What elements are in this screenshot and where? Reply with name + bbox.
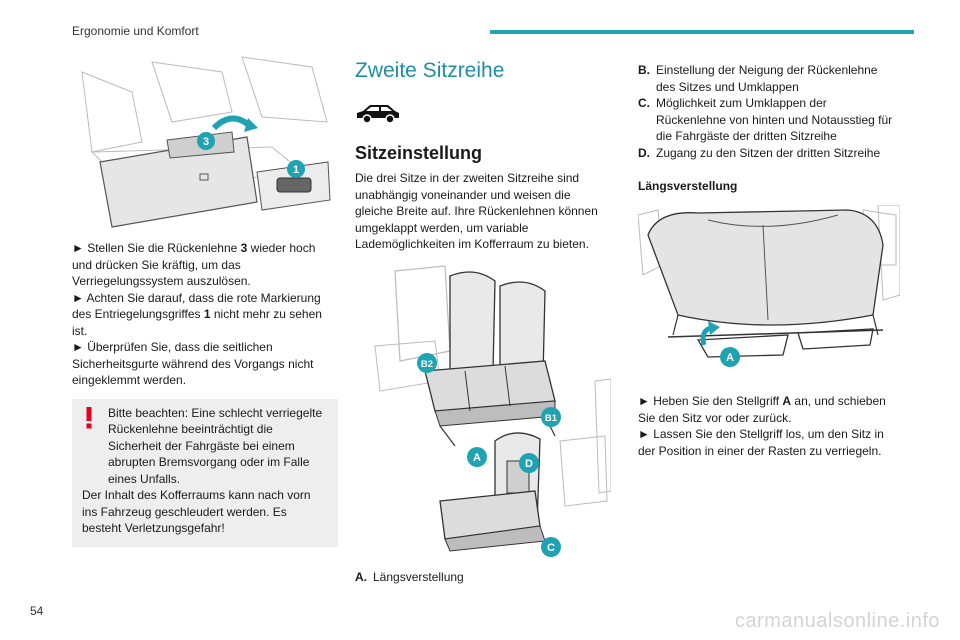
legend-list: B.Einstellung der Neigung der Rückenlehn…	[638, 62, 900, 161]
right-steps: ► Heben Sie den Stellgriff A an, und sch…	[638, 393, 900, 459]
section-title: Zweite Sitzreihe	[355, 59, 505, 82]
right-step-2: ► Lassen Sie den Stellgriff los, um den …	[638, 427, 884, 458]
second-row-seats-figure: B2 B1 A D C	[355, 260, 611, 557]
intro-text: Die drei Sitze in der zweiten Sitzreihe …	[355, 171, 598, 251]
sub-heading: Längsverstellung	[638, 179, 738, 193]
second-row-seats-illustration	[374, 264, 611, 552]
seat-longitudinal-illustration	[638, 205, 900, 358]
callout-d: D	[519, 452, 539, 473]
right-step-1: ► Heben Sie den Stellgriff A an, und sch…	[638, 394, 886, 425]
warning-exclamation-icon	[86, 406, 92, 428]
left-steps: ► Stellen Sie die Rückenlehne 3 wieder h…	[72, 240, 338, 389]
seat-backrest-illustration	[72, 52, 338, 234]
svg-text:A: A	[473, 452, 481, 464]
legend-b: B.Einstellung der Neigung der Rückenlehn…	[638, 63, 878, 94]
legend-a: A.Längsverstellung	[355, 569, 464, 584]
running-header: Ergonomie und Komfort	[72, 24, 199, 38]
callout-a-right: A	[720, 347, 740, 367]
sub-title: Sitzeinstellung	[355, 143, 483, 163]
page-number: 54	[30, 604, 44, 618]
svg-text:B2: B2	[421, 359, 433, 370]
svg-text:3: 3	[203, 136, 209, 148]
step-2: ► Achten Sie darauf, dass die rote Marki…	[72, 290, 322, 338]
step-1: ► Stellen Sie die Rückenlehne 3 wieder h…	[72, 241, 316, 288]
step-3: ► Überprüfen Sie, dass die seitlichen Si…	[72, 340, 314, 387]
header-accent-bar	[490, 30, 914, 34]
legend-d: D.Zugang zu den Sitzen der dritten Sitzr…	[638, 145, 881, 160]
svg-text:B1: B1	[545, 413, 558, 424]
warning-text-1: Bitte beachten: Eine schlecht verriegelt…	[108, 405, 323, 486]
left-column: 3 1 ► Stellen Sie die Rückenlehne 3 wied…	[72, 52, 338, 547]
callout-1: 1	[287, 160, 305, 178]
seat-backrest-figure: 3 1	[72, 52, 338, 234]
longitudinal-adjust-figure: A	[638, 205, 900, 377]
callout-b2: B2	[417, 352, 437, 373]
callout-c: C	[541, 536, 561, 557]
callout-a: A	[467, 446, 487, 467]
callout-b1: B1	[541, 406, 561, 427]
warning-text-2: Der Inhalt des Kofferraums kann nach vor…	[82, 488, 311, 535]
warning-box: Bitte beachten: Eine schlecht verriegelt…	[72, 398, 338, 547]
middle-column: Zweite Sitzreihe Sitzeinstellung Die dre…	[355, 52, 611, 585]
car-icon	[357, 105, 399, 124]
legend-c: C.Möglichkeit zum Umklappen der Rückenle…	[638, 96, 893, 143]
svg-text:D: D	[525, 458, 533, 470]
watermark: carmanualsonline.info	[734, 610, 940, 632]
callout-3: 3	[197, 132, 215, 150]
right-column: B.Einstellung der Neigung der Rückenlehn…	[638, 52, 900, 459]
svg-text:1: 1	[293, 164, 299, 176]
svg-text:C: C	[547, 542, 555, 554]
svg-text:A: A	[726, 352, 734, 364]
